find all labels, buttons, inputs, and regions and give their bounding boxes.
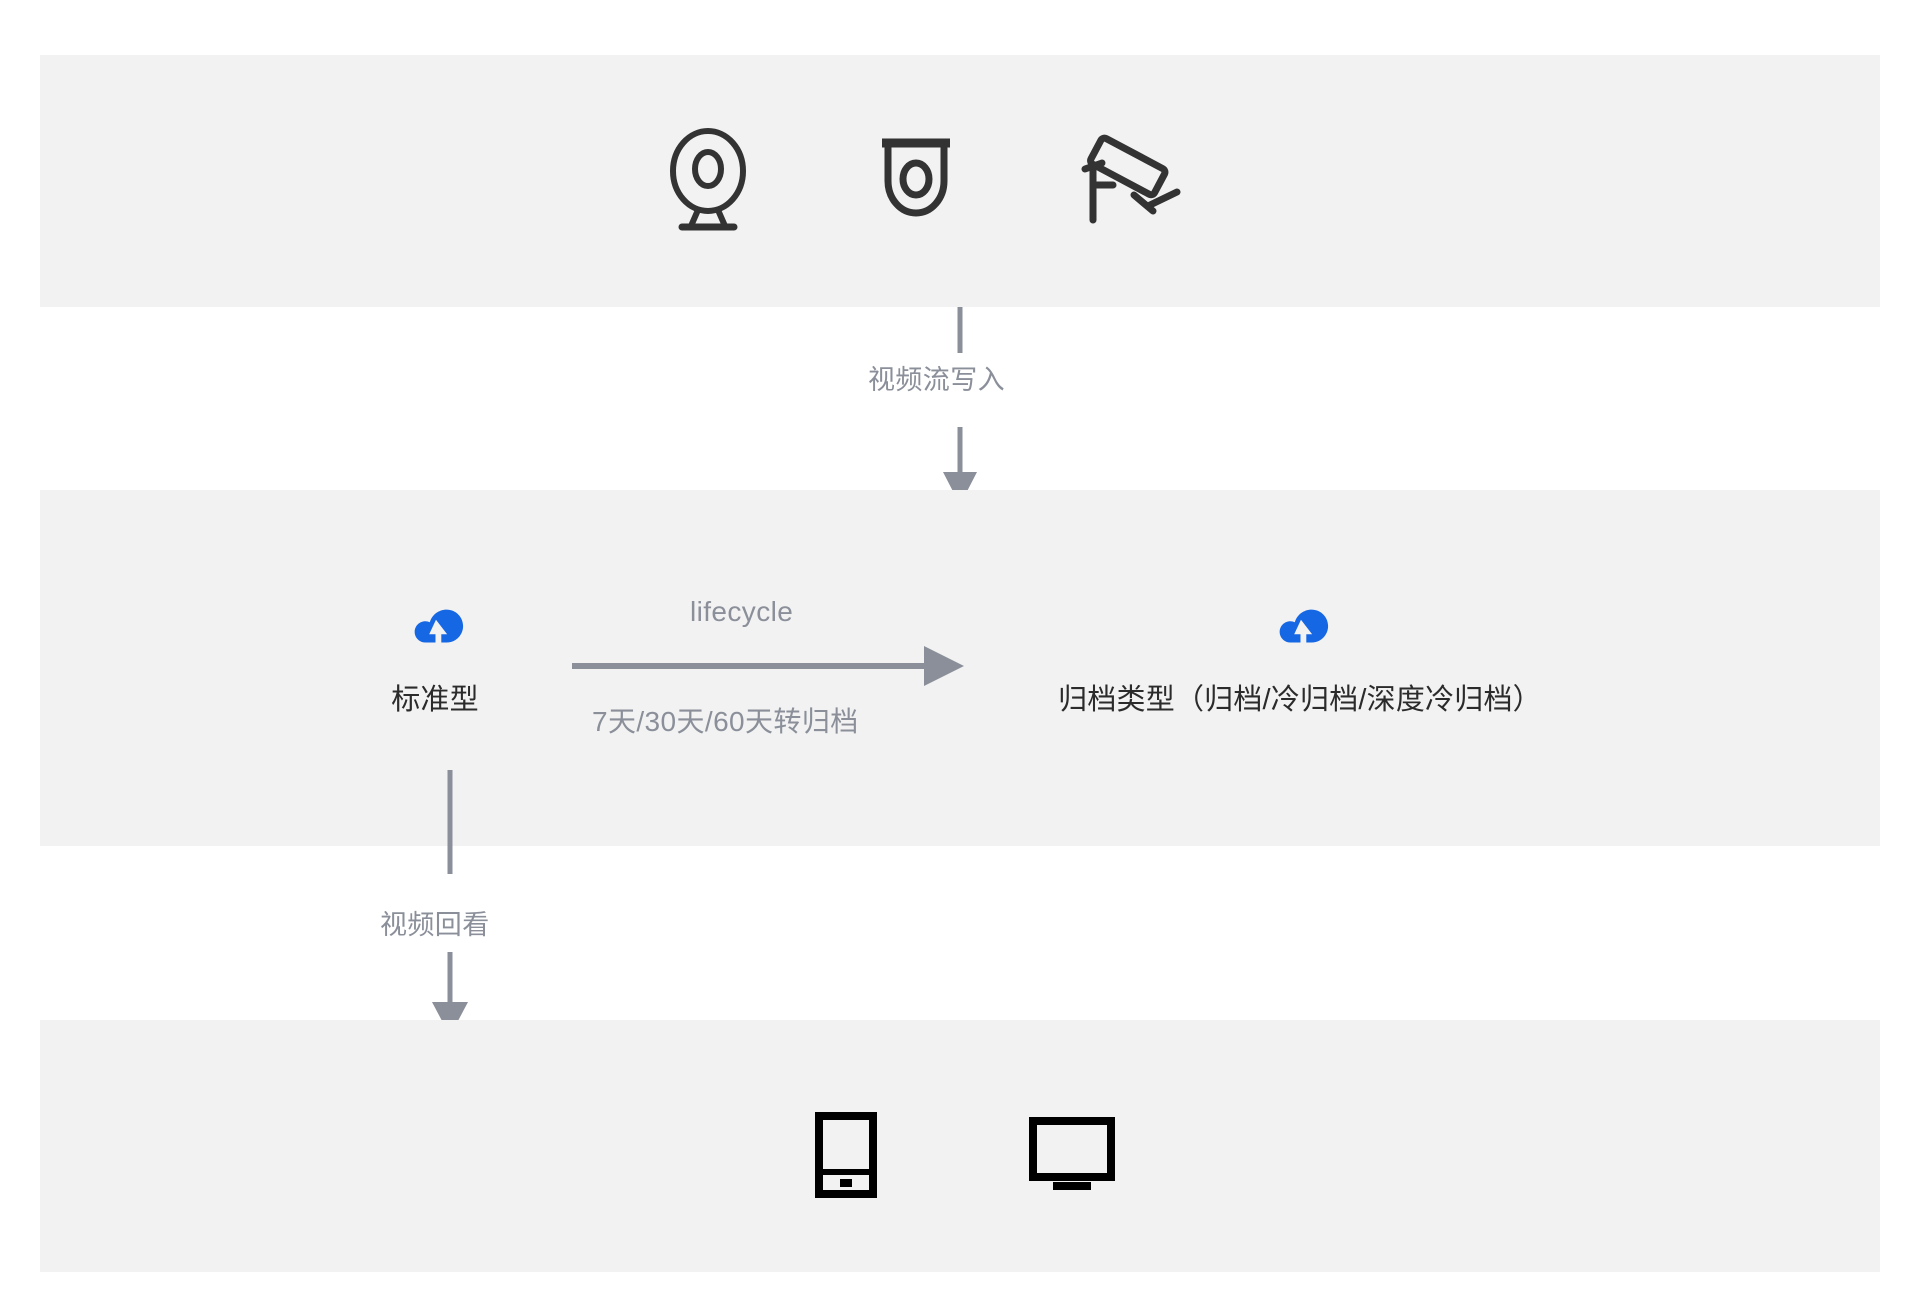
client-icon-row — [815, 1100, 1115, 1210]
storage-node-archive[interactable]: 归档类型（归档/冷归档/深度冷归档） — [1010, 596, 1590, 718]
connector-video-write-label: 视频流写入 — [868, 365, 1005, 395]
camera-band — [40, 55, 1880, 307]
cloud-upload-icon — [404, 596, 466, 658]
connector-video-playback — [405, 770, 495, 1040]
storage-node-archive-label: 归档类型（归档/冷归档/深度冷归档） — [1058, 684, 1542, 716]
connector-lifecycle-label: lifecycle — [690, 596, 794, 627]
storage-node-standard[interactable]: 标准型 — [320, 596, 550, 718]
camera-icon-row — [660, 115, 1280, 245]
connector-lifecycle-sublabel: 7天/30天/60天转归档 — [592, 706, 859, 737]
connector-video-write — [915, 307, 1005, 507]
tv-monitor-icon — [1029, 1117, 1115, 1193]
cloud-upload-icon — [1269, 596, 1331, 658]
connector-lifecycle — [572, 646, 967, 686]
surveillance-camera-icon — [1076, 132, 1184, 228]
storage-node-standard-label: 标准型 — [391, 684, 479, 716]
webcam-icon — [660, 127, 756, 233]
connector-video-playback-label: 视频回看 — [380, 910, 490, 940]
dome-camera-icon — [868, 129, 964, 231]
client-band — [40, 1020, 1880, 1272]
mobile-phone-icon — [815, 1112, 877, 1198]
